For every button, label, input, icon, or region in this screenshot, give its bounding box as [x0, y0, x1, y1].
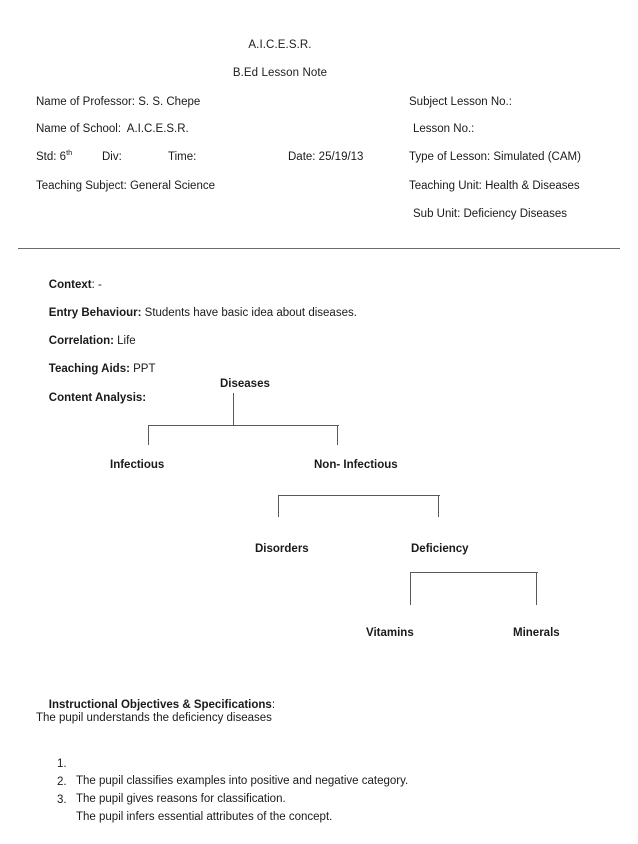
objective-number: 1. [57, 757, 67, 770]
type-of-lesson-label: Type of Lesson: Simulated (CAM) [409, 151, 581, 163]
info-row-sub-unit: Sub Unit: Deficiency Diseases [0, 205, 638, 223]
tree-node-minerals: Minerals [513, 627, 560, 639]
time-label: Time: [168, 151, 197, 163]
teaching-subject-label: Teaching Subject: General Science [36, 180, 215, 192]
tree-level1-bar [148, 425, 339, 427]
teaching-aids-line: Teaching Aids: PPT [36, 345, 156, 393]
objective-text: The pupil gives reasons for classificati… [76, 793, 286, 805]
lesson-note-document: A.I.C.E.S.R. B.Ed Lesson Note Name of Pr… [0, 39, 638, 826]
tree-node-vitamins: Vitamins [366, 627, 414, 639]
context-value: : - [91, 279, 102, 291]
context-line: Context: - [36, 261, 102, 309]
tree-node-disorders: Disorders [255, 543, 309, 555]
subject-lesson-no-label: Subject Lesson No.: [409, 96, 512, 108]
objectives-lead: The pupil understands the deficiency dis… [36, 712, 272, 724]
objective-text: The pupil infers essential attributes of… [76, 811, 333, 823]
objectives-heading: Instructional Objectives & Specification… [36, 681, 275, 729]
objectives-heading-colon: : [271, 699, 276, 711]
std-ordinal-suffix: th [66, 148, 73, 158]
entry-behaviour-value: Students have basic idea about diseases. [141, 307, 357, 319]
school-label: Name of School: A.I.C.E.S.R. [36, 123, 189, 135]
header-divider [18, 248, 620, 249]
tree-node-deficiency: Deficiency [411, 543, 469, 555]
tree-node-non-infectious: Non- Infectious [314, 459, 398, 471]
tree-level3-drop-left [410, 572, 412, 605]
tree-node-infectious: Infectious [110, 459, 165, 471]
sub-unit-label: Sub Unit: Deficiency Diseases [413, 208, 568, 220]
tree-level3-drop-right [536, 572, 538, 605]
content-analysis-key: Content Analysis: [48, 392, 147, 404]
tree-level3-bar [410, 572, 538, 574]
tree-root-stem [233, 393, 235, 425]
date-label: Date: 25/19/13 [288, 151, 364, 163]
objective-text: The pupil classifies examples into posit… [76, 775, 409, 787]
tree-level2-drop-right [438, 495, 440, 517]
tree-level1-drop-right [337, 425, 339, 445]
teaching-unit-label: Teaching Unit: Health & Diseases [409, 180, 580, 192]
correlation-key: Correlation: [48, 335, 114, 347]
objectives-heading-bold: Instructional Objectives & Specification… [48, 699, 272, 711]
info-row-professor: Name of Professor: S. S. Chepe Subject L… [0, 93, 638, 111]
std-label: Std: 6th [36, 148, 73, 163]
div-label: Div: [102, 151, 122, 163]
tree-level1-drop-left [148, 425, 150, 445]
teaching-aids-key: Teaching Aids: [48, 363, 130, 375]
institution-title: A.I.C.E.S.R. [248, 39, 312, 51]
tree-root-label: Diseases [220, 374, 270, 392]
professor-label: Name of Professor: S. S. Chepe [36, 96, 201, 108]
correlation-line: Correlation: Life [36, 317, 136, 365]
correlation-value: Life [113, 335, 136, 347]
objective-number: 2. [57, 775, 67, 788]
tree-node-diseases: Diseases [220, 378, 270, 390]
info-row-teaching-subject: Teaching Subject: General Science Teachi… [0, 177, 638, 195]
context-key: Context [48, 279, 92, 291]
objective-list-item: 2. The pupil gives reasons for classific… [0, 756, 638, 826]
content-analysis-line: Content Analysis: [36, 374, 146, 422]
tree-level2-bar [278, 495, 440, 497]
lesson-no-label: Lesson No.: [413, 123, 475, 135]
tree-level2-drop-left [278, 495, 280, 517]
document-subtitle: B.Ed Lesson Note [232, 67, 328, 79]
info-row-std-div-time-date: Std: 6th Div: Time: Date: 25/19/13 Type … [0, 148, 638, 166]
entry-behaviour-key: Entry Behaviour: [48, 307, 142, 319]
objective-number: 3. [57, 793, 67, 806]
objective-list-item: 1. The pupil classifies examples into po… [0, 738, 638, 808]
info-row-school: Name of School: A.I.C.E.S.R. Lesson No.: [0, 120, 638, 138]
entry-behaviour-line: Entry Behaviour: Students have basic ide… [36, 289, 357, 337]
teaching-aids-value: PPT [129, 363, 156, 375]
objective-list-item: 3. The pupil infers essential attributes… [0, 774, 638, 844]
